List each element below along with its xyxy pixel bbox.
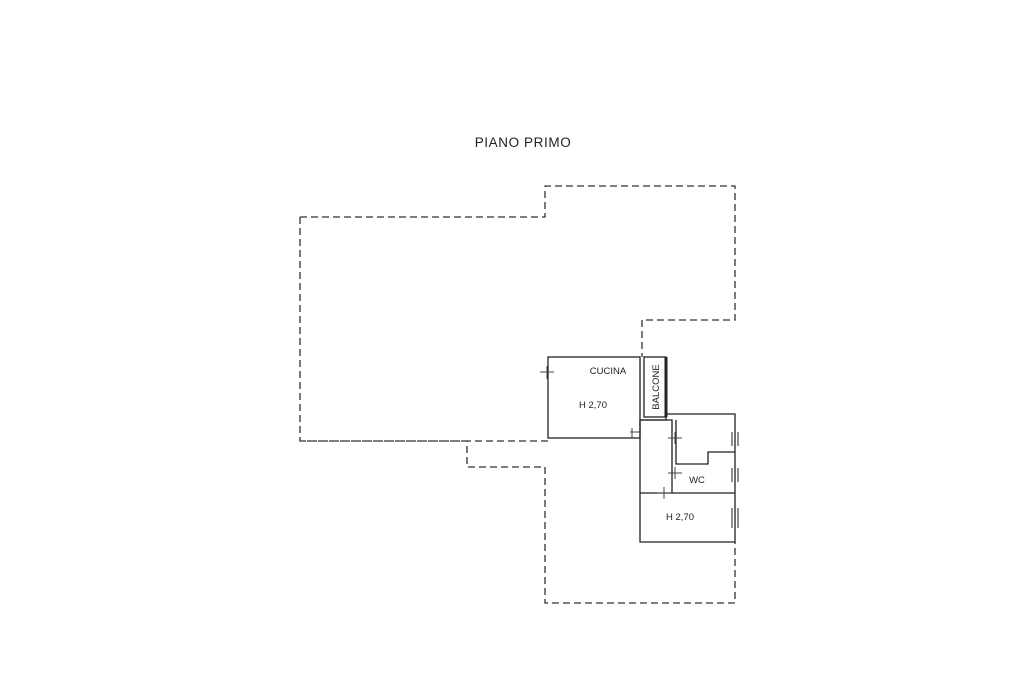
service-block: WC H 2,70: [639, 413, 739, 543]
kitchen-height-label: H 2,70: [579, 400, 607, 411]
balcony: BALCONE: [643, 356, 668, 418]
wc-label: WC: [689, 475, 705, 486]
room-height-label: H 2,70: [666, 512, 694, 523]
plan-title: PIANO PRIMO: [475, 135, 572, 150]
balcony-label: BALCONE: [651, 364, 662, 409]
building-outline: [299, 185, 736, 604]
kitchen-room: CUCINA H 2,70: [540, 356, 641, 439]
kitchen-label: CUCINA: [590, 366, 627, 377]
